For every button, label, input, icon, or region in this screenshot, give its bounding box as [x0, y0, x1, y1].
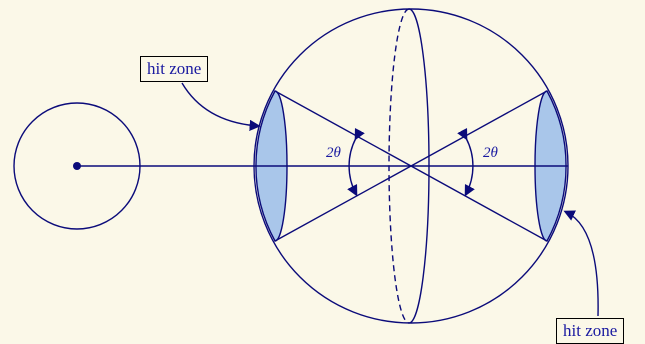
- angle-label-left: 2θ: [326, 145, 341, 161]
- angle-label-right: 2θ: [483, 145, 498, 161]
- angle-arc-right: [457, 127, 475, 197]
- callout-arrow-right: [563, 210, 599, 317]
- hit-zone-label-right: hit zone: [556, 318, 625, 344]
- callout-arrow-left: [181, 82, 261, 131]
- cone-line-2: [274, 90, 548, 242]
- angle-arc-left: [347, 127, 365, 197]
- hit-zone-label-left: hit zone: [140, 56, 209, 82]
